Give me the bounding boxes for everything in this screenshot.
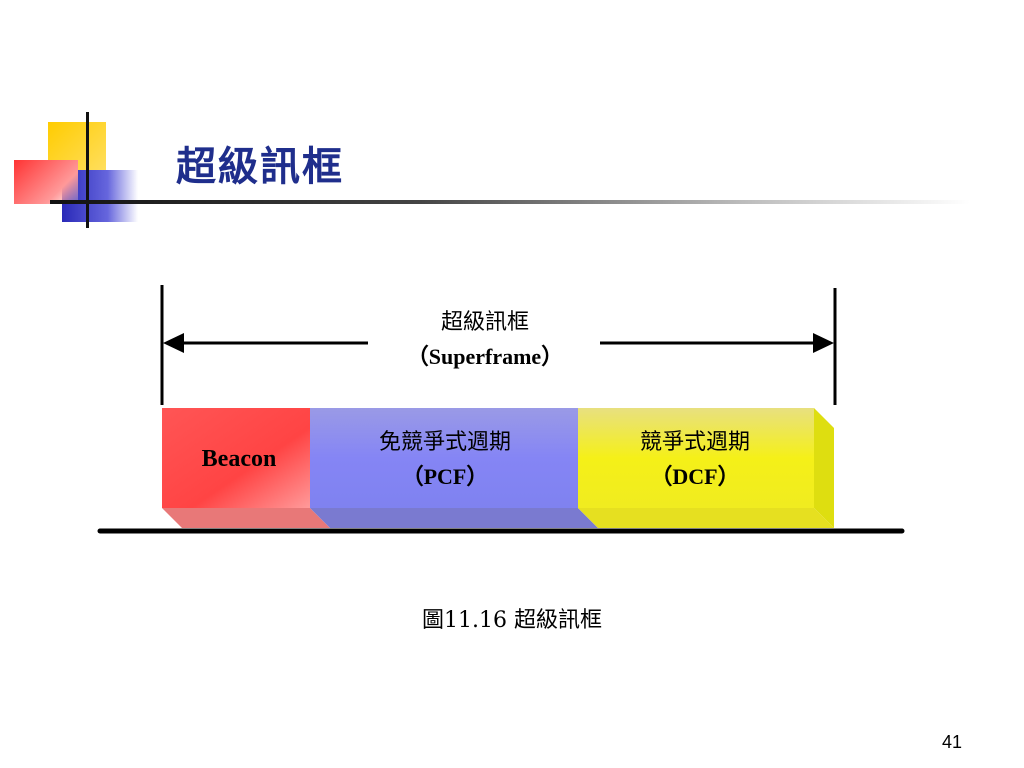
pcf-label-en: （PCF） bbox=[401, 464, 489, 489]
dcf-label-en: （DCF） bbox=[650, 464, 740, 489]
superframe-label-en: （Superframe） bbox=[406, 344, 564, 369]
figure-caption: 圖11.16 超級訊框 bbox=[422, 608, 602, 633]
arrow-left-head bbox=[163, 333, 184, 353]
page-number: 41 bbox=[941, 732, 962, 752]
beacon-segment bbox=[162, 408, 310, 508]
pcf-segment bbox=[310, 408, 578, 508]
slide-title: 超級訊框 bbox=[176, 143, 344, 190]
pcf-segment-bottom bbox=[310, 508, 598, 528]
superframe-label-zh: 超級訊框 bbox=[440, 310, 529, 335]
beacon-label: Beacon bbox=[201, 446, 277, 472]
dcf-label: 競爭式週期 （DCF） bbox=[585, 426, 805, 494]
superframe-label: 超級訊框 （Superframe） bbox=[370, 306, 600, 374]
deco-vertical-line bbox=[86, 112, 89, 228]
pcf-label: 免競爭式週期 （PCF） bbox=[330, 426, 560, 494]
arrow-right-head bbox=[813, 333, 834, 353]
dcf-segment bbox=[578, 408, 814, 508]
title-underline bbox=[50, 200, 970, 204]
pcf-label-zh: 免競爭式週期 bbox=[378, 430, 511, 455]
deco-red-square bbox=[14, 160, 78, 204]
dcf-segment-bottom bbox=[578, 508, 834, 528]
dcf-segment-side bbox=[814, 408, 834, 528]
dcf-label-zh: 競爭式週期 bbox=[639, 430, 750, 455]
beacon-segment-bottom bbox=[162, 508, 330, 528]
